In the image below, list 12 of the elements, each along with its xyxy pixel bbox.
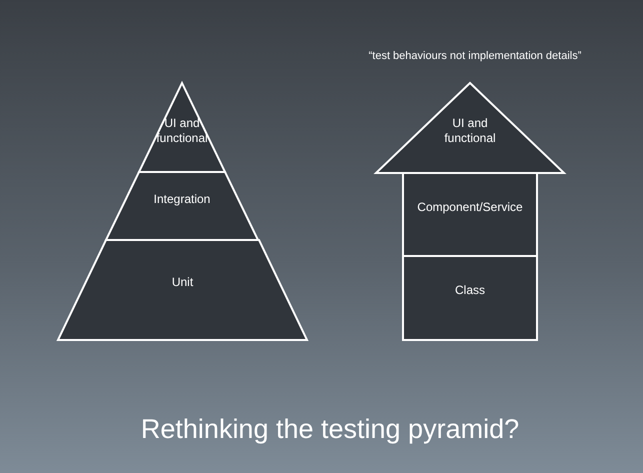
tier-label: UI and functional [443,116,497,146]
tier-label: Class [454,282,486,298]
house-roof [376,83,564,173]
pyramid-tier [139,83,225,172]
tier-label: Integration [152,192,212,206]
tier-label: Unit [170,274,194,290]
house-section [403,256,537,340]
tier-label: Component/Service [416,200,524,214]
house-section [403,173,537,256]
quote-text: “test behaviours not implementation details” [368,50,582,62]
slide-title: Rethinking the testing pyramid? [140,414,520,445]
tier-label: UI and functional [155,116,209,146]
